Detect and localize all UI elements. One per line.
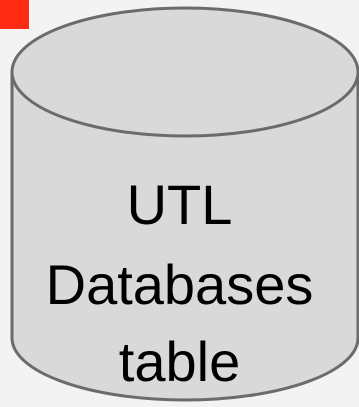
label-line-2: Databases bbox=[45, 253, 314, 316]
label-line-1: UTL bbox=[126, 173, 233, 236]
cylinder-top bbox=[10, 6, 359, 138]
cylinder-body bbox=[10, 72, 359, 402]
red-corner-marker bbox=[0, 0, 29, 29]
label-line-3: table bbox=[118, 330, 241, 393]
